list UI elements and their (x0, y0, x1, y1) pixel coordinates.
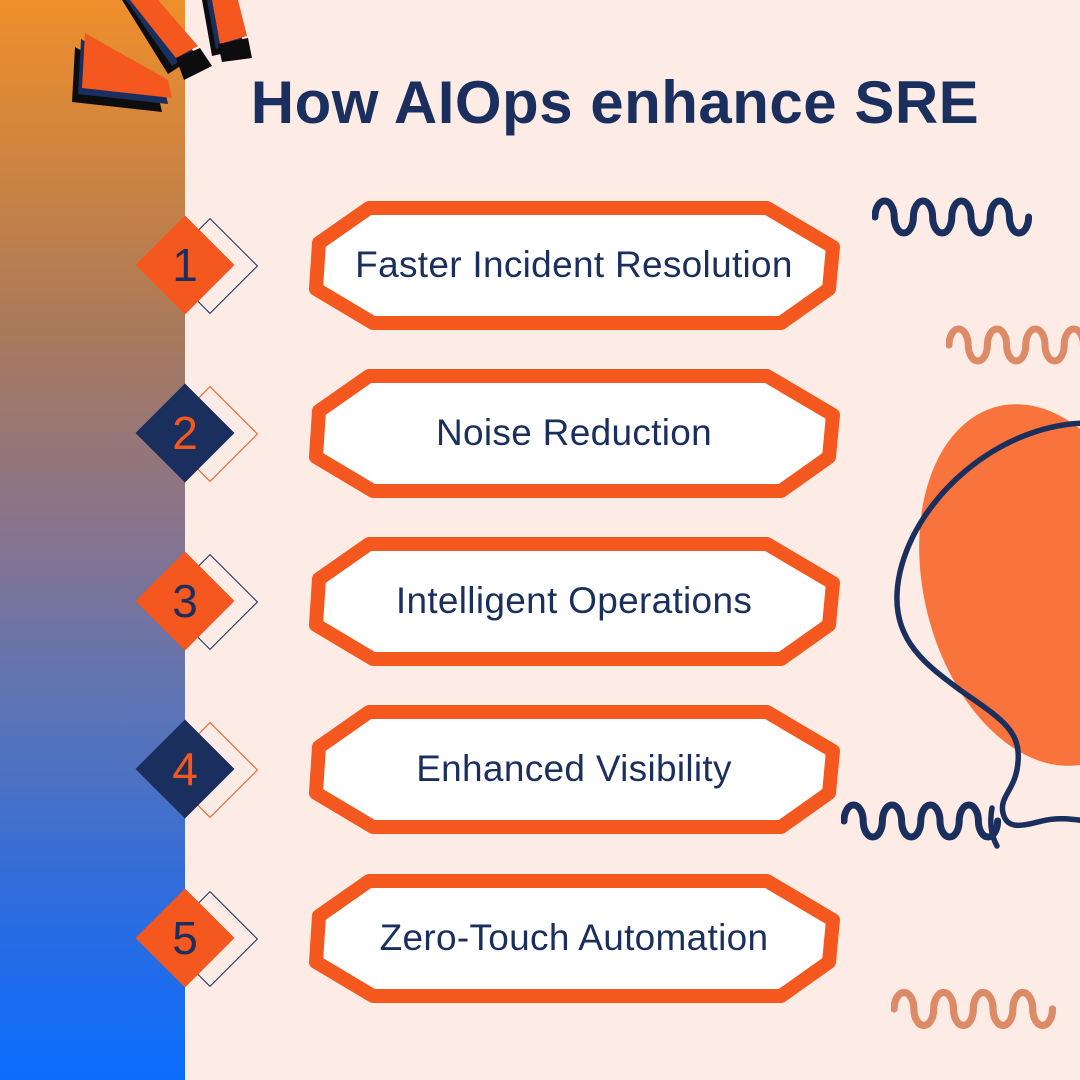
loop-line-shape (894, 420, 1080, 849)
item-label: Faster Incident Resolution (355, 244, 793, 285)
item-pill: Noise Reduction (293, 367, 855, 499)
page-title: How AIOps enhance SRE (250, 69, 980, 136)
item-label: Intelligent Operations (395, 580, 753, 621)
item-pill: Zero-Touch Automation (293, 872, 855, 1004)
list-item: 4 Enhanced Visibility (0, 685, 1080, 853)
list-item: 3 Intelligent Operations (0, 517, 1080, 685)
item-number: 5 (172, 912, 198, 964)
orange-blob-shape (919, 404, 1080, 766)
gradient-sidebar (0, 0, 185, 1080)
list-item: 1 Faster Incident Resolution (0, 181, 1080, 349)
item-pill: Enhanced Visibility (293, 703, 855, 835)
item-number: 2 (172, 407, 198, 459)
item-label: Enhanced Visibility (416, 748, 732, 789)
item-pill: Intelligent Operations (293, 535, 855, 667)
item-number: 3 (172, 575, 198, 627)
item-number: 4 (172, 743, 198, 795)
item-label: Zero-Touch Automation (379, 917, 769, 958)
burst-rays-icon (72, 0, 252, 112)
list-item: 2 Noise Reduction (0, 349, 1080, 517)
item-label: Noise Reduction (436, 412, 712, 453)
item-pill: Faster Incident Resolution (293, 199, 855, 331)
item-number: 1 (172, 239, 198, 291)
list-item: 5 Zero-Touch Automation (0, 854, 1080, 1022)
